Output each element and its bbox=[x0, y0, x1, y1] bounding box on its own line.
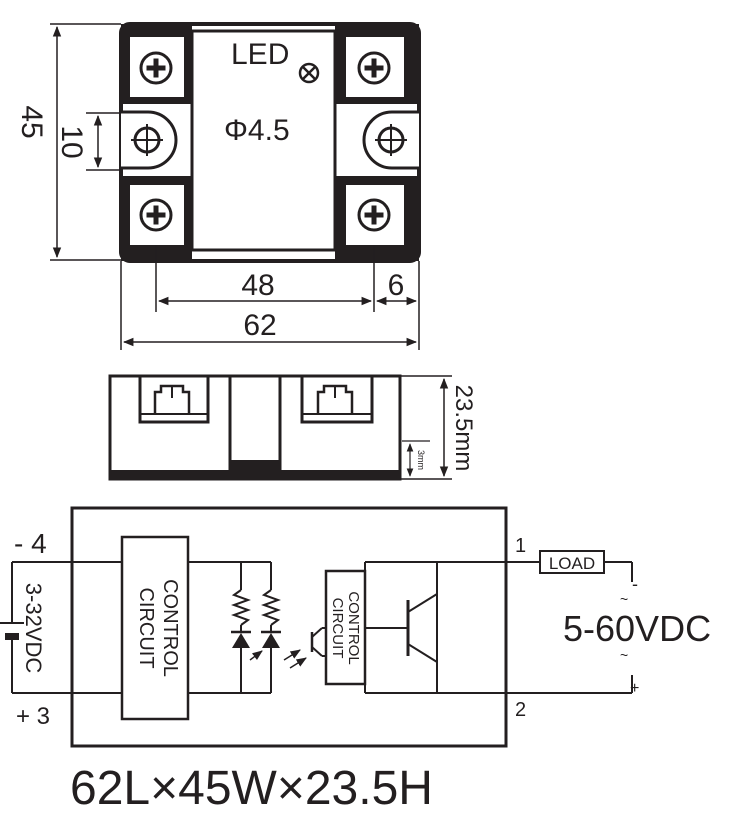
load-voltage-label: 5-60VDC bbox=[563, 608, 711, 649]
load-minus-label: - bbox=[632, 574, 638, 594]
resistor-led-branch-2 bbox=[261, 562, 281, 693]
battery-icon bbox=[0, 622, 24, 640]
side-terminal-left bbox=[138, 376, 210, 424]
led-label: LED bbox=[231, 38, 289, 71]
light-emission-icon bbox=[249, 649, 307, 669]
hole-diameter-label: Φ4.5 bbox=[224, 114, 290, 147]
tilde-bottom-icon: ~ bbox=[620, 647, 628, 663]
dim-hole-spacing-label: 10 bbox=[55, 125, 88, 158]
schematic: - 4 + 3 3-32VDC CONTROL CIRCUIT bbox=[0, 506, 711, 748]
output-control-circuit bbox=[324, 569, 367, 686]
terminal-block-top-right bbox=[335, 24, 419, 104]
dim-edge-label: 6 bbox=[388, 269, 405, 302]
dim-terminal-span-label: 48 bbox=[241, 269, 274, 302]
terminal-1-label: 1 bbox=[515, 535, 526, 557]
terminal-4-label: - 4 bbox=[14, 528, 47, 559]
side-base-label: 3mm bbox=[416, 450, 426, 470]
dim-length-label: 62 bbox=[243, 309, 276, 342]
screw-icon bbox=[139, 198, 173, 232]
tilde-top-icon: ~ bbox=[620, 591, 628, 607]
input-control-circuit bbox=[120, 535, 190, 721]
resistor-led-branch-1 bbox=[231, 562, 251, 693]
output-control-label: CONTROL bbox=[345, 591, 362, 664]
terminal-3-label: + 3 bbox=[16, 703, 50, 730]
input-voltage-label: 3-32VDC bbox=[21, 583, 46, 674]
phototransistor-icon bbox=[310, 627, 326, 657]
side-view: 23.5mm 3mm bbox=[108, 374, 477, 481]
dim-height-label: 45 bbox=[15, 105, 48, 138]
input-control-label: CONTROL bbox=[159, 579, 181, 677]
terminal-block-top-left bbox=[121, 24, 192, 104]
screw-icon bbox=[357, 51, 391, 85]
output-circuit-label: CIRCUIT bbox=[329, 598, 346, 659]
overall-dimensions-label: 62L×45W×23.5H bbox=[70, 762, 433, 815]
module-outline bbox=[70, 506, 508, 748]
side-terminal-right bbox=[300, 376, 374, 424]
load-plus-label: + bbox=[630, 680, 639, 697]
screw-icon bbox=[357, 198, 391, 232]
mount-hole-right bbox=[362, 110, 419, 170]
load-label: LOAD bbox=[549, 554, 595, 573]
terminal-2-label: 2 bbox=[515, 699, 526, 721]
led-indicator-icon bbox=[298, 62, 320, 84]
top-view: LED Φ4.5 45 10 48 6 62 bbox=[15, 22, 421, 350]
terminal-block-bottom-left bbox=[121, 176, 192, 261]
side-height-label: 23.5mm bbox=[450, 385, 477, 472]
screw-icon bbox=[139, 51, 173, 85]
input-circuit-label: CIRCUIT bbox=[135, 587, 157, 668]
mount-hole-left bbox=[121, 110, 178, 170]
side-base-plate bbox=[110, 470, 400, 480]
output-transistor-icon bbox=[365, 562, 438, 693]
terminal-block-bottom-right bbox=[335, 176, 419, 261]
